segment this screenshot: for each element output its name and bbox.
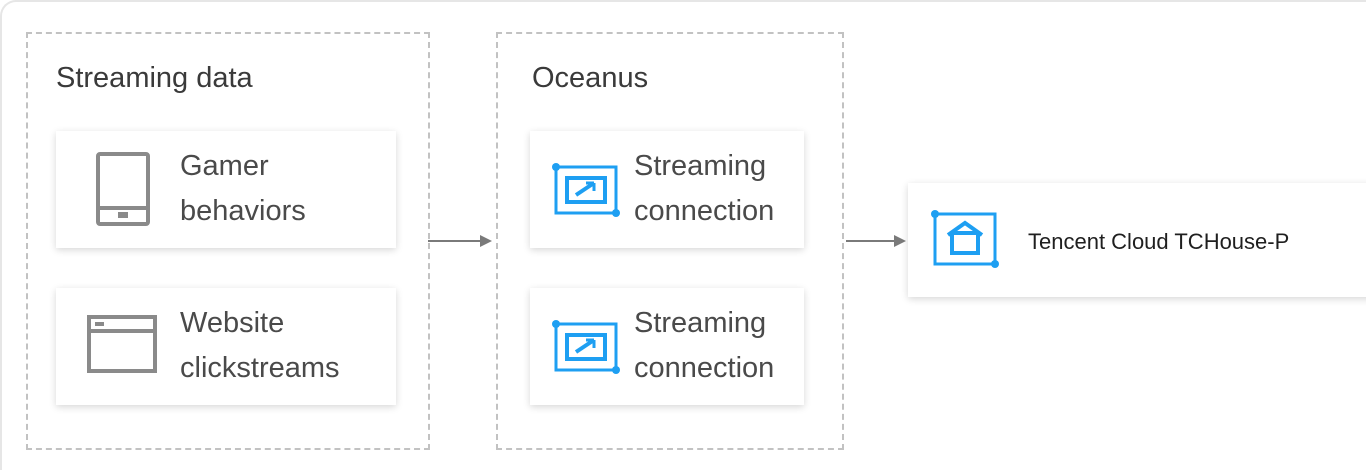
gamer-behaviors-line1: Gamer bbox=[180, 150, 269, 182]
streaming-connection-card-2[interactable]: Streaming connection bbox=[530, 288, 804, 405]
gamer-behaviors-card[interactable]: Gamer behaviors bbox=[56, 131, 396, 248]
tablet-icon bbox=[96, 152, 150, 226]
arrow-oceanus-to-tchouse bbox=[846, 235, 906, 247]
arrow-streaming-to-oceanus bbox=[428, 235, 492, 247]
streaming-connection-label-1: Streaming connection bbox=[634, 144, 774, 234]
website-clickstreams-label: Website clickstreams bbox=[180, 301, 340, 391]
browser-window-icon bbox=[87, 315, 157, 373]
streaming-connection-2-line2: connection bbox=[634, 352, 775, 384]
streaming-connection-1-line1: Streaming bbox=[634, 150, 767, 182]
tchouse-p-label: Tencent Cloud TCHouse-P bbox=[1028, 229, 1290, 254]
website-clickstreams-card[interactable]: Website clickstreams bbox=[56, 288, 396, 405]
streaming-connection-2-line1: Streaming bbox=[634, 307, 767, 339]
website-clickstreams-line1: Website bbox=[180, 307, 285, 339]
streaming-connection-card-1[interactable]: Streaming connection bbox=[530, 131, 804, 248]
streaming-connection-label-2: Streaming connection bbox=[634, 301, 774, 391]
website-clickstreams-line2: clickstreams bbox=[180, 352, 340, 384]
streaming-data-title: Streaming data bbox=[56, 62, 253, 94]
tchouse-p-card[interactable]: Tencent Cloud TCHouse-P bbox=[908, 183, 1366, 297]
data-warehouse-icon bbox=[931, 210, 999, 268]
streaming-connection-icon bbox=[552, 163, 620, 217]
gamer-behaviors-label: Gamer behaviors bbox=[180, 144, 306, 234]
gamer-behaviors-line2: behaviors bbox=[180, 195, 306, 227]
oceanus-title: Oceanus bbox=[532, 62, 649, 94]
streaming-connection-icon bbox=[552, 320, 620, 374]
oceanus-group: Oceanus bbox=[496, 32, 844, 450]
streaming-connection-1-line2: connection bbox=[634, 195, 775, 227]
